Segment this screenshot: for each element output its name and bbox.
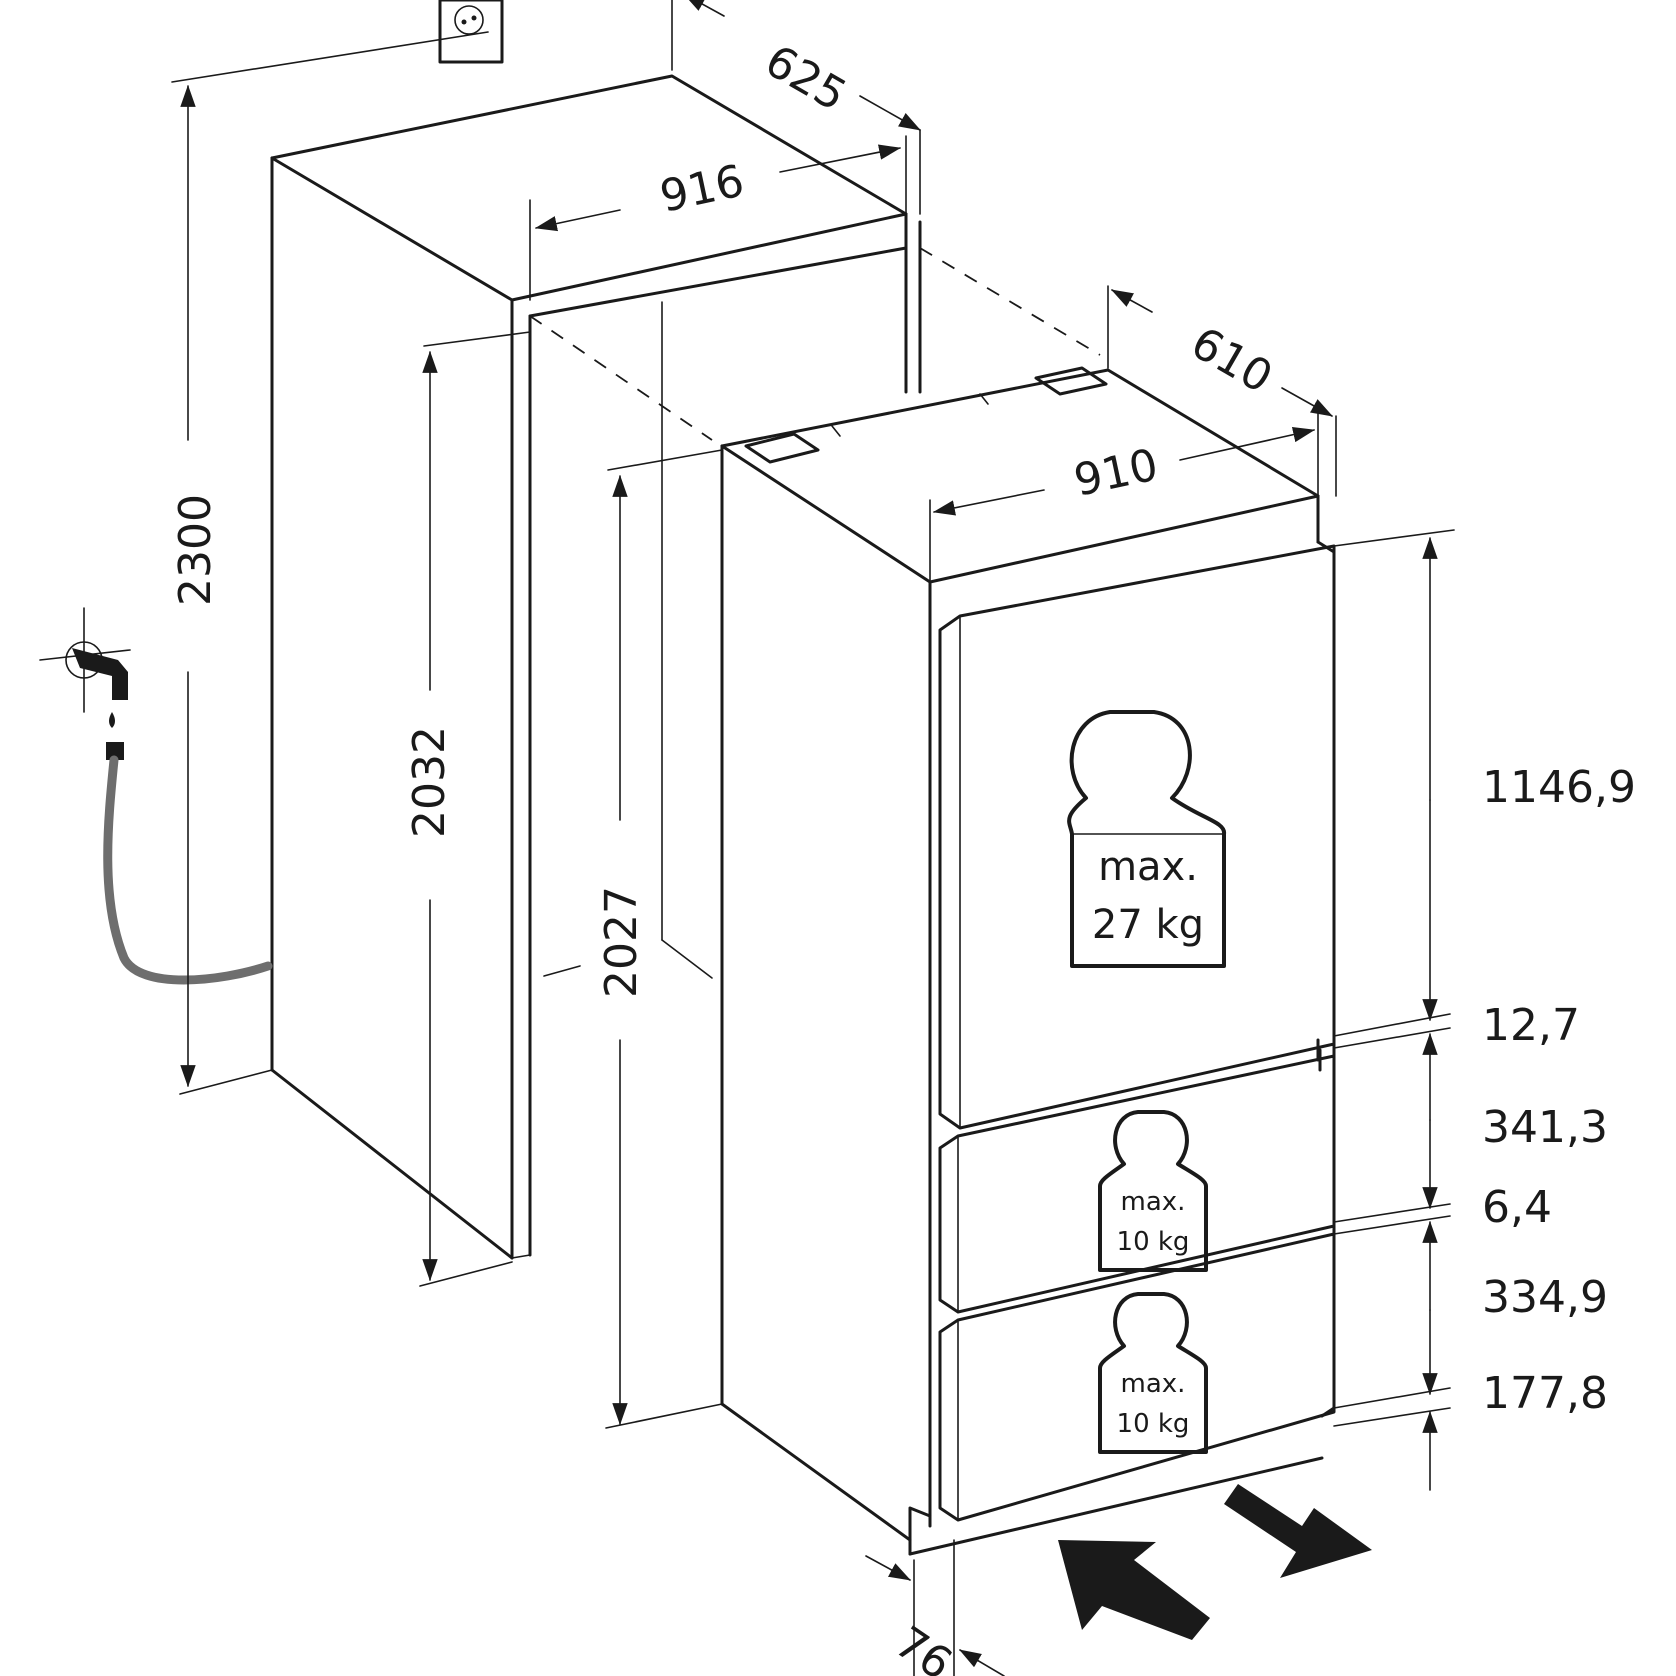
door-1146-label: 1146,9 [1482, 762, 1636, 813]
niche-cabinet [270, 74, 1101, 1260]
niche-inner-height-label: 2032 [404, 726, 455, 838]
drawer-1 [938, 1054, 1336, 1314]
drawer-2 [938, 1232, 1336, 1522]
slide-direction-arrow-icon [1058, 1484, 1372, 1640]
appliance-depth-label: 610 [1183, 317, 1281, 403]
drawer1-weight-line1: max. [1121, 1187, 1186, 1217]
upper-door-weight-line1: max. [1098, 844, 1198, 890]
niche-inner-height-dimension: 2032 [404, 331, 531, 1287]
door-stack-dimensions: 1146,9 12,7 341,3 6,4 334,9 177,8 [1333, 529, 1636, 1491]
appliance-height-dimension: 2027 [543, 449, 723, 1429]
upper-door [938, 544, 1336, 1130]
gap-6-label: 6,4 [1482, 1182, 1552, 1233]
drawer-341-label: 341,3 [1482, 1102, 1608, 1153]
gap-12-label: 12,7 [1482, 1000, 1580, 1051]
appliance-body [720, 366, 1336, 1556]
niche-depth-label: 625 [757, 35, 855, 121]
niche-width-dimension: 916 [529, 135, 907, 301]
niche-width-label: 916 [656, 155, 749, 222]
power-socket-icon [438, 0, 504, 64]
drawer2-weight-line2: 10 kg [1117, 1409, 1190, 1439]
appliance-width-label: 910 [1070, 439, 1163, 506]
door-offset-dimension: 76 [865, 1539, 1005, 1676]
weight-icon: max. 27 kg [1067, 710, 1226, 968]
appliance-width-dimension: 910 [929, 411, 1319, 583]
water-hose [103, 755, 273, 985]
drawer2-weight-line1: max. [1121, 1369, 1186, 1399]
upper-door-weight-line2: 27 kg [1092, 902, 1204, 948]
weight-icon: max. 10 kg [1098, 1110, 1208, 1272]
water-tap-icon [39, 607, 131, 760]
drawer1-weight-line2: 10 kg [1117, 1227, 1190, 1257]
drawer-334-label: 334,9 [1482, 1272, 1608, 1323]
niche-total-height-dimension: 2300 [170, 31, 489, 1095]
appliance-height-label: 2027 [596, 886, 647, 998]
weight-icon: max. 10 kg [1098, 1292, 1208, 1454]
niche-total-height-label: 2300 [170, 494, 221, 606]
plinth-177-label: 177,8 [1482, 1368, 1608, 1419]
door-offset-label: 76 [886, 1617, 961, 1676]
